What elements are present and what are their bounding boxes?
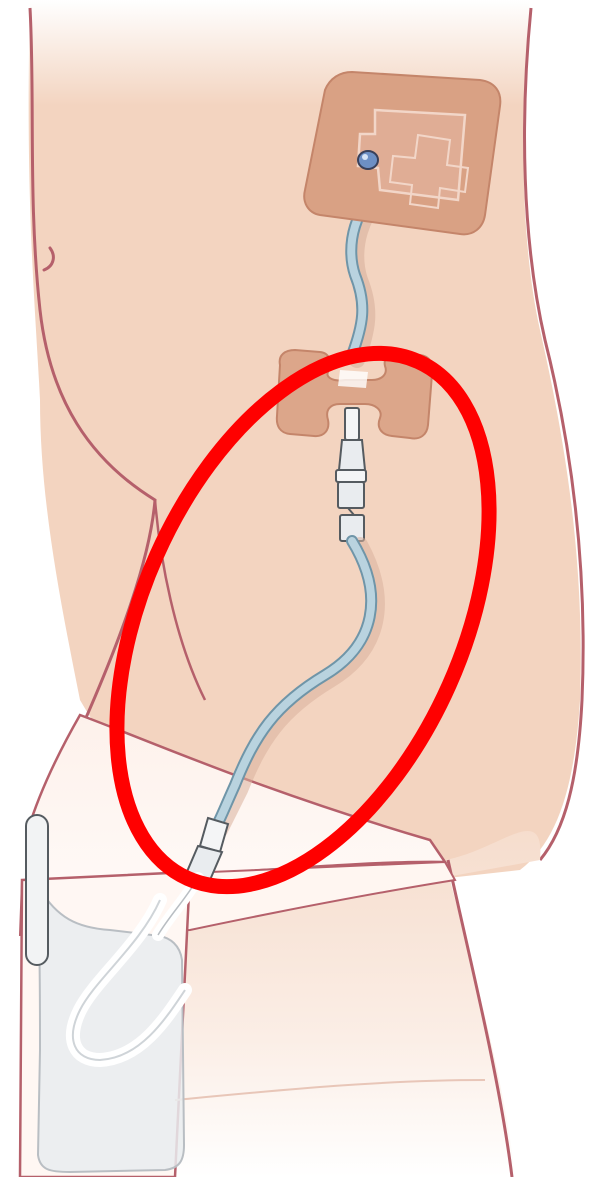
connector-upper-sleeve [345,408,359,440]
connector-taper [339,440,365,470]
connector-ring-upper [338,482,364,508]
catheter-insertion-site-highlight [362,154,368,160]
tube-connector-icon [336,470,366,482]
bag-clip-post [26,815,48,965]
anchor-pad-slot [338,370,368,388]
catheter-insertion-site-icon [358,151,378,169]
